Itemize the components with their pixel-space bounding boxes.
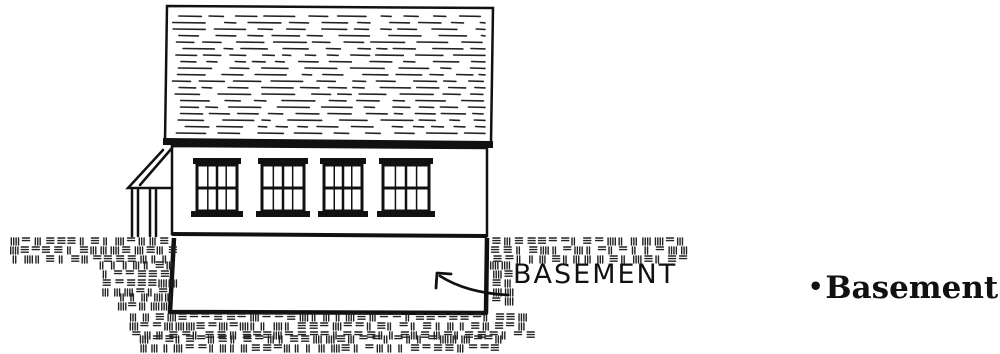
caption: •Basement — [808, 270, 998, 306]
window — [318, 158, 368, 217]
roof — [163, 6, 493, 148]
side-porch — [128, 148, 172, 236]
basement-arrow — [436, 273, 508, 295]
caption-text: Basement — [825, 270, 998, 306]
ground-hatching — [11, 238, 687, 352]
basement-label: BASEMENT — [513, 259, 677, 290]
caption-bullet: • — [808, 272, 823, 301]
